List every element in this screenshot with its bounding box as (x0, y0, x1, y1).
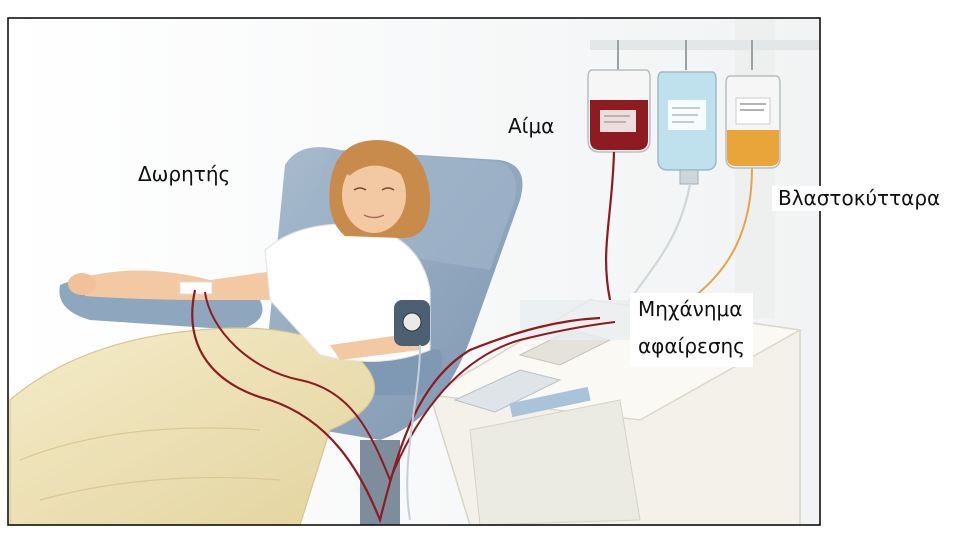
label-blood: Αίμα (508, 114, 554, 139)
label-apheresis-machine: Μηχάνημα αφαίρεσης (630, 293, 753, 367)
stem-cell-bag (726, 76, 780, 168)
iv-hanger-bar (590, 40, 820, 50)
chair-base (360, 440, 400, 525)
bp-gauge (403, 313, 421, 331)
label-donor: Δωρητής (138, 162, 230, 187)
plasma-bag (658, 72, 716, 184)
donor-left-hand (68, 273, 96, 295)
blood-bag (588, 70, 650, 152)
label-machine-line2: αφαίρεσης (638, 334, 745, 359)
label-machine-line1: Μηχάνημα (638, 297, 745, 322)
needle-tape (180, 282, 212, 294)
label-stem-cells: Βλαστοκύτταρα (772, 186, 946, 211)
